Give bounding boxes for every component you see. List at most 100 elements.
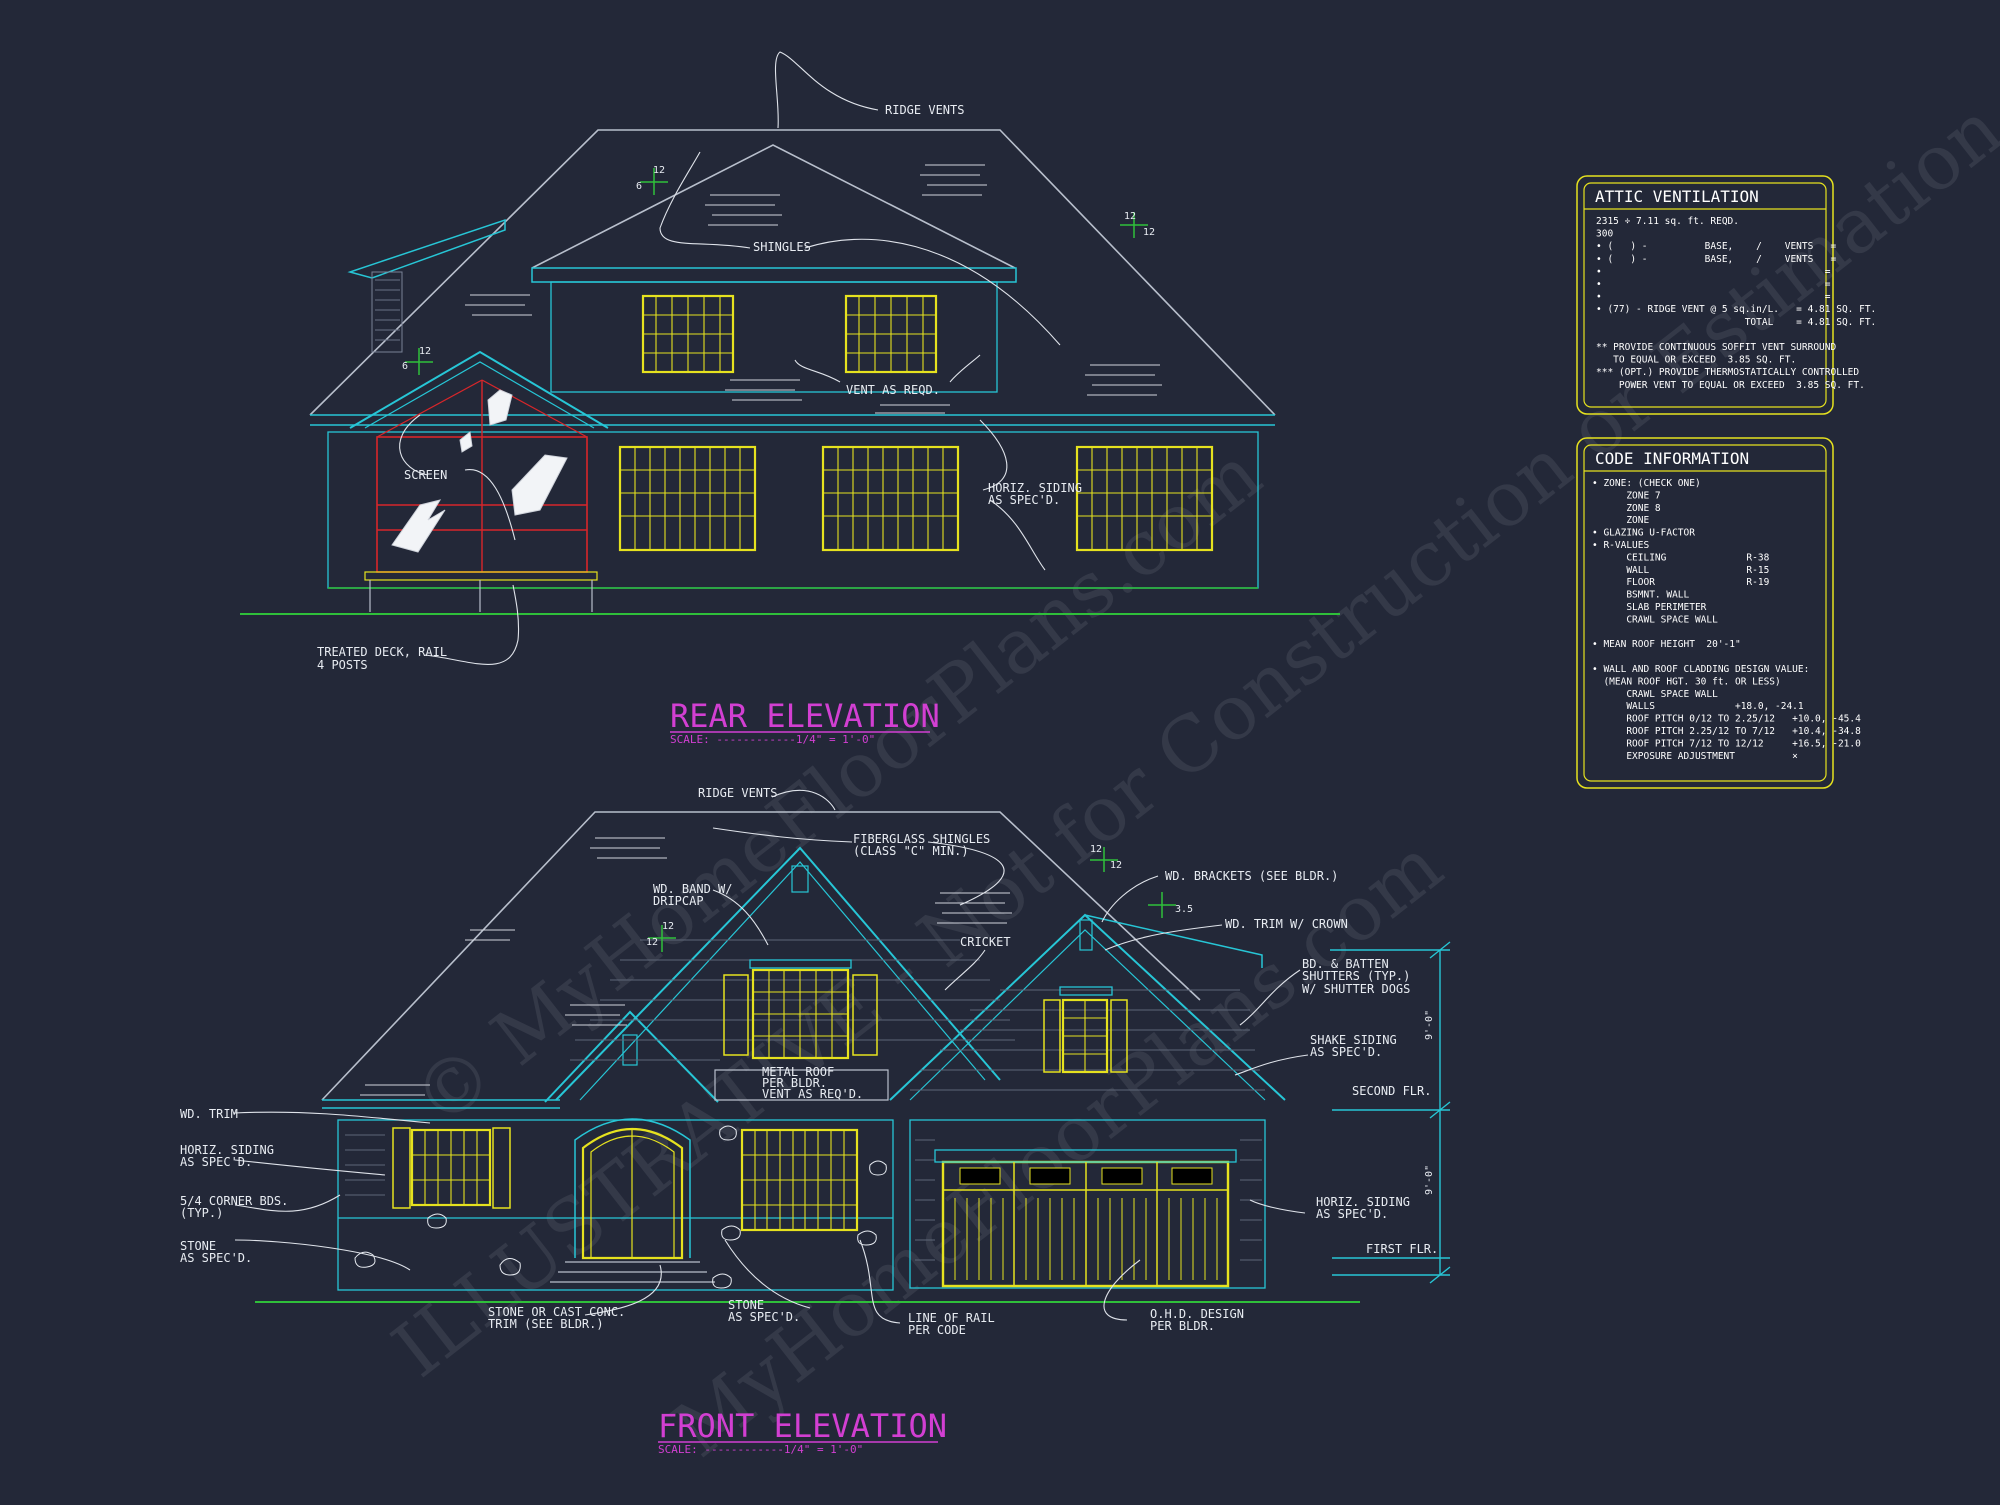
note-line: CRAWL SPACE WALL bbox=[1592, 689, 1718, 700]
note-line: ROOF PITCH 2.25/12 TO 7/12 +10.4, -34.8 bbox=[1592, 726, 1861, 737]
front-label-stone-1: STONE bbox=[180, 1239, 216, 1253]
front-pitch-c: 3.5 bbox=[1175, 904, 1193, 915]
front-label-shutters-2: SHUTTERS (TYP.) bbox=[1302, 969, 1410, 983]
front-label-ohd-2: PER BLDR. bbox=[1150, 1319, 1215, 1333]
front-elevation-title: FRONT ELEVATION bbox=[658, 1407, 947, 1445]
front-main-roof bbox=[321, 811, 1201, 1101]
note-line: • ( ) - BASE, / VENTS = bbox=[1596, 241, 1836, 252]
front-label-stone-2: AS SPEC'D. bbox=[180, 1251, 252, 1265]
note-line: WALLS +18.0, -24.1 bbox=[1592, 701, 1804, 712]
note-line: EXPOSURE ADJUSTMENT × bbox=[1592, 751, 1798, 762]
label-first-flr: FIRST FLR. bbox=[1366, 1242, 1438, 1256]
note-line: • MEAN ROOF HEIGHT 20'-1" bbox=[1592, 639, 1741, 650]
front-label-hsiding-right-1: HORIZ. SIDING bbox=[1316, 1195, 1410, 1209]
front-label-ohd-1: O.H.D. DESIGN bbox=[1150, 1307, 1244, 1321]
note-line: • GLAZING U-FACTOR bbox=[1592, 528, 1695, 539]
rear-main-roof bbox=[309, 129, 1276, 416]
note-line: POWER VENT TO EQUAL OR EXCEED 3.85 SQ. F… bbox=[1596, 380, 1865, 391]
rear-label-screen: SCREEN bbox=[404, 468, 447, 482]
attic-ventilation-box: ATTIC VENTILATION 2315 ÷ 7.11 sq. ft. RE… bbox=[1576, 175, 1876, 415]
note-line: • = bbox=[1596, 279, 1831, 290]
front-label-ridge-vents: RIDGE VENTS bbox=[698, 786, 777, 800]
front-label-trim-crown: WD. TRIM W/ CROWN bbox=[1225, 917, 1348, 931]
rear-elevation-title: REAR ELEVATION bbox=[670, 697, 940, 735]
front-label-shake-2: AS SPEC'D. bbox=[1310, 1045, 1382, 1059]
front-label-fiberglass-2: (CLASS "C" MIN.) bbox=[853, 844, 969, 858]
note-line: • WALL AND ROOF CLADDING DESIGN VALUE: bbox=[1592, 664, 1809, 675]
rear-label-siding-2: AS SPEC'D. bbox=[988, 493, 1060, 507]
note-line: TO EQUAL OR EXCEED 3.85 SQ. FT. bbox=[1596, 355, 1796, 366]
rear-label-deck-1: TREATED DECK, RAIL bbox=[317, 645, 447, 659]
note-line: • R-VALUES bbox=[1592, 540, 1649, 551]
front-label-cast-2: TRIM (SEE BLDR.) bbox=[488, 1317, 604, 1331]
rear-label-deck-2: 4 POSTS bbox=[317, 658, 368, 672]
front-label-band-2: DRIPCAP bbox=[653, 894, 704, 908]
note-line: 2315 ÷ 7.11 sq. ft. REQD. bbox=[1596, 216, 1739, 227]
note-line: FLOOR R-19 bbox=[1592, 577, 1770, 588]
dim-upper-story: 9'-0" bbox=[1424, 1010, 1435, 1040]
note-line: • = bbox=[1596, 292, 1831, 303]
label-second-flr: SECOND FLR. bbox=[1352, 1084, 1431, 1098]
rear-label-siding-1: HORIZ. SIDING bbox=[988, 481, 1082, 495]
front-label-shutters-1: BD. & BATTEN bbox=[1302, 957, 1389, 971]
rear-label-shingles: SHINGLES bbox=[753, 240, 811, 254]
front-label-rail-2: PER CODE bbox=[908, 1323, 966, 1337]
rear-pitch-a-rise: 6 bbox=[636, 181, 642, 192]
front-label-shake-1: SHAKE SIDING bbox=[1310, 1033, 1397, 1047]
front-label-metal-3: VENT AS REQ'D. bbox=[762, 1087, 863, 1101]
front-label-cricket: CRICKET bbox=[960, 935, 1011, 949]
note-line: BSMNT. WALL bbox=[1592, 590, 1690, 601]
front-label-metal-2: PER BLDR. bbox=[762, 1076, 827, 1090]
code-information-title: CODE INFORMATION bbox=[1595, 449, 1749, 468]
attic-ventilation-lines: 2315 ÷ 7.11 sq. ft. REQD.300• ( ) - BASE… bbox=[1596, 216, 1876, 391]
front-label-corner-1: 5/4 CORNER BDS. bbox=[180, 1194, 288, 1208]
note-line: *** (OPT.) PROVIDE THERMOSTATICALLY CONT… bbox=[1596, 367, 1859, 378]
rear-elevation: 6 12 12 12 6 12 RIDGE VENTS SHINGLES VEN… bbox=[240, 51, 1340, 746]
note-line: (MEAN ROOF HGT. 30 ft. OR LESS) bbox=[1592, 676, 1781, 687]
rear-label-ridge-vents: RIDGE VENTS bbox=[885, 103, 964, 117]
note-line: • = bbox=[1596, 266, 1831, 277]
front-label-hsiding-right-2: AS SPEC'D. bbox=[1316, 1207, 1388, 1221]
note-line: CRAWL SPACE WALL bbox=[1592, 614, 1718, 625]
note-line: • ( ) - BASE, / VENTS = bbox=[1596, 254, 1836, 265]
front-label-cast-1: STONE OR CAST CONC. bbox=[488, 1305, 625, 1319]
front-label-brackets: WD. BRACKETS (SEE BLDR.) bbox=[1165, 869, 1338, 883]
front-label-metal-1: METAL ROOF bbox=[762, 1065, 834, 1079]
code-information-lines: • ZONE: (CHECK ONE) ZONE 7 ZONE 8 ZONE• … bbox=[1592, 478, 1861, 762]
rear-pitch-b-rise: 12 bbox=[1124, 211, 1136, 222]
front-pitch-a: 12 bbox=[646, 937, 658, 948]
front-pitch-d: 12 bbox=[1090, 844, 1102, 855]
rear-pitch-c-rise: 6 bbox=[402, 361, 408, 372]
attic-ventilation-title: ATTIC VENTILATION bbox=[1595, 187, 1759, 206]
note-line: ZONE bbox=[1592, 515, 1649, 526]
front-pitch-e: 12 bbox=[1110, 860, 1122, 871]
note-line: ** PROVIDE CONTINUOUS SOFFIT VENT SURROU… bbox=[1596, 342, 1836, 353]
rear-pitch-a-run: 12 bbox=[653, 165, 665, 176]
note-line: WALL R-15 bbox=[1592, 565, 1769, 576]
front-elevation: 12 12 3.5 12 12 9'-0" 9'-0" SECOND FLR. … bbox=[180, 786, 1451, 1456]
front-label-hsiding-left-2: AS SPEC'D. bbox=[180, 1155, 252, 1169]
front-label-corner-2: (TYP.) bbox=[180, 1206, 223, 1220]
rear-label-vent: VENT AS REQD. bbox=[846, 383, 940, 397]
front-label-hsiding-left-1: HORIZ. SIDING bbox=[180, 1143, 274, 1157]
front-label-rail-1: LINE OF RAIL bbox=[908, 1311, 995, 1325]
rear-pitch-b-run: 12 bbox=[1143, 227, 1155, 238]
front-label-fiberglass-1: FIBERGLASS SHINGLES bbox=[853, 832, 990, 846]
note-line: ROOF PITCH 7/12 TO 12/12 +16.5, -21.0 bbox=[1592, 738, 1861, 749]
rear-elevation-scale: SCALE: ------------1/4" = 1'-0" bbox=[670, 733, 875, 746]
front-label-stone-m1: STONE bbox=[728, 1298, 764, 1312]
front-label-band-1: WD. BAND W/ bbox=[653, 882, 732, 896]
note-line: ZONE 8 bbox=[1592, 503, 1661, 514]
note-line: • ZONE: (CHECK ONE) bbox=[1592, 478, 1701, 489]
note-line: TOTAL = 4.81 SQ. FT. bbox=[1596, 317, 1876, 328]
dim-lower-story: 9'-0" bbox=[1424, 1165, 1435, 1195]
note-line: CEILING R-38 bbox=[1592, 552, 1770, 563]
front-elevation-scale: SCALE: ------------1/4" = 1'-0" bbox=[658, 1443, 863, 1456]
note-line: 300 bbox=[1596, 229, 1613, 240]
rear-pitch-c-run: 12 bbox=[419, 346, 431, 357]
note-line: ROOF PITCH 0/12 TO 2.25/12 +10.0, -45.4 bbox=[1592, 714, 1861, 725]
front-label-stone-m2: AS SPEC'D. bbox=[728, 1310, 800, 1324]
front-label-wd-trim: WD. TRIM bbox=[180, 1107, 238, 1121]
front-label-shutters-3: W/ SHUTTER DOGS bbox=[1302, 982, 1410, 996]
